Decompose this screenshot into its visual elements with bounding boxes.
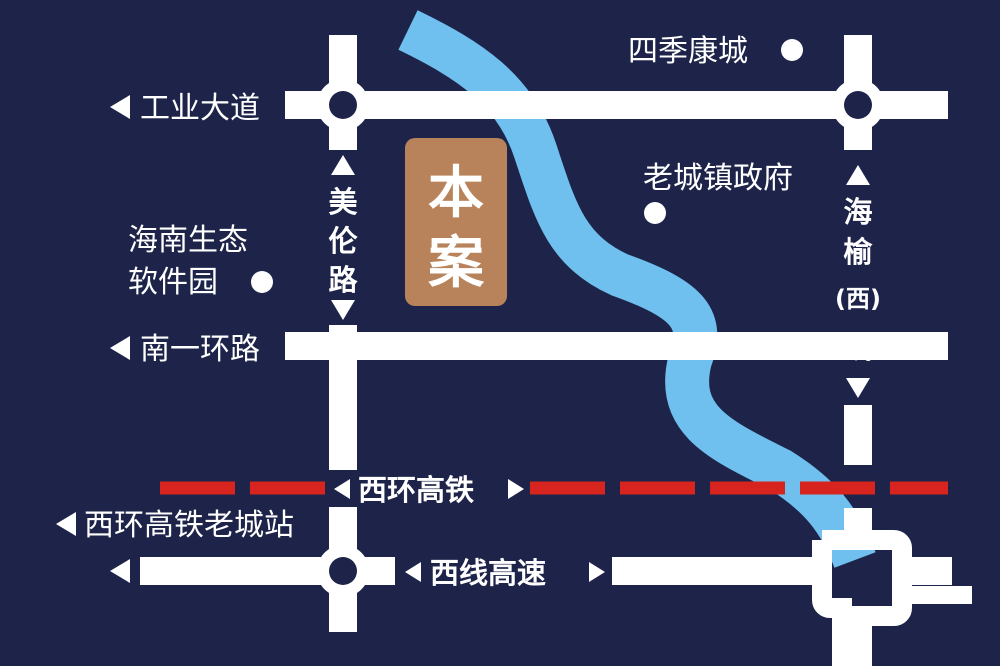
arrow-left-icon (405, 562, 421, 582)
railway-label: 西环高铁 (358, 473, 474, 507)
arrow-up-icon (331, 155, 355, 175)
project-label: 案 (428, 231, 485, 296)
place-dot (644, 202, 666, 224)
arrow-right-icon (508, 479, 524, 499)
interchange (812, 530, 912, 666)
road-network (140, 35, 972, 666)
station-label: 西环高铁老城站 (84, 508, 294, 543)
expressway-label: 西线高速 (430, 556, 546, 590)
road-label-haiyu: 线 (843, 331, 872, 365)
place-dot (781, 39, 803, 61)
road-label-nanyihuan: 南一环路 (140, 332, 260, 367)
road-label-haiyu: 榆 (843, 235, 873, 269)
arrow-left-icon (110, 336, 130, 360)
place-software-park: 海南生态 (128, 223, 248, 258)
roundabout (317, 545, 369, 597)
interchange-ramp (902, 586, 972, 604)
road-label-meilun: 路 (328, 263, 358, 297)
road-label-gongye: 工业大道 (140, 91, 260, 126)
arrow-left-icon (110, 95, 130, 119)
project-marker (405, 138, 507, 306)
arrow-down-icon (846, 378, 870, 398)
arrow-left-icon (56, 512, 76, 536)
place-laocheng-gov: 老城镇政府 (643, 161, 793, 196)
roundabout (317, 79, 369, 131)
road-label-haiyu: 海 (843, 195, 872, 229)
arrow-up-icon (846, 165, 870, 185)
arrow-left-icon (334, 479, 350, 499)
place-siji: 四季康城 (628, 34, 748, 69)
interchange-ramp (902, 557, 952, 585)
river (398, 10, 876, 569)
arrow-right-icon (589, 562, 605, 582)
road-label-meilun: 美 (328, 185, 357, 219)
arrow-down-icon (331, 300, 355, 320)
project-label: 本 (428, 161, 484, 226)
road-label-meilun: 伦 (328, 224, 358, 258)
arrow-left-icon (110, 559, 130, 583)
road-label-haiyu: (西) (835, 285, 881, 313)
place-software-park: 软件园 (128, 265, 218, 300)
place-dot (251, 271, 273, 293)
roundabout (832, 79, 884, 131)
